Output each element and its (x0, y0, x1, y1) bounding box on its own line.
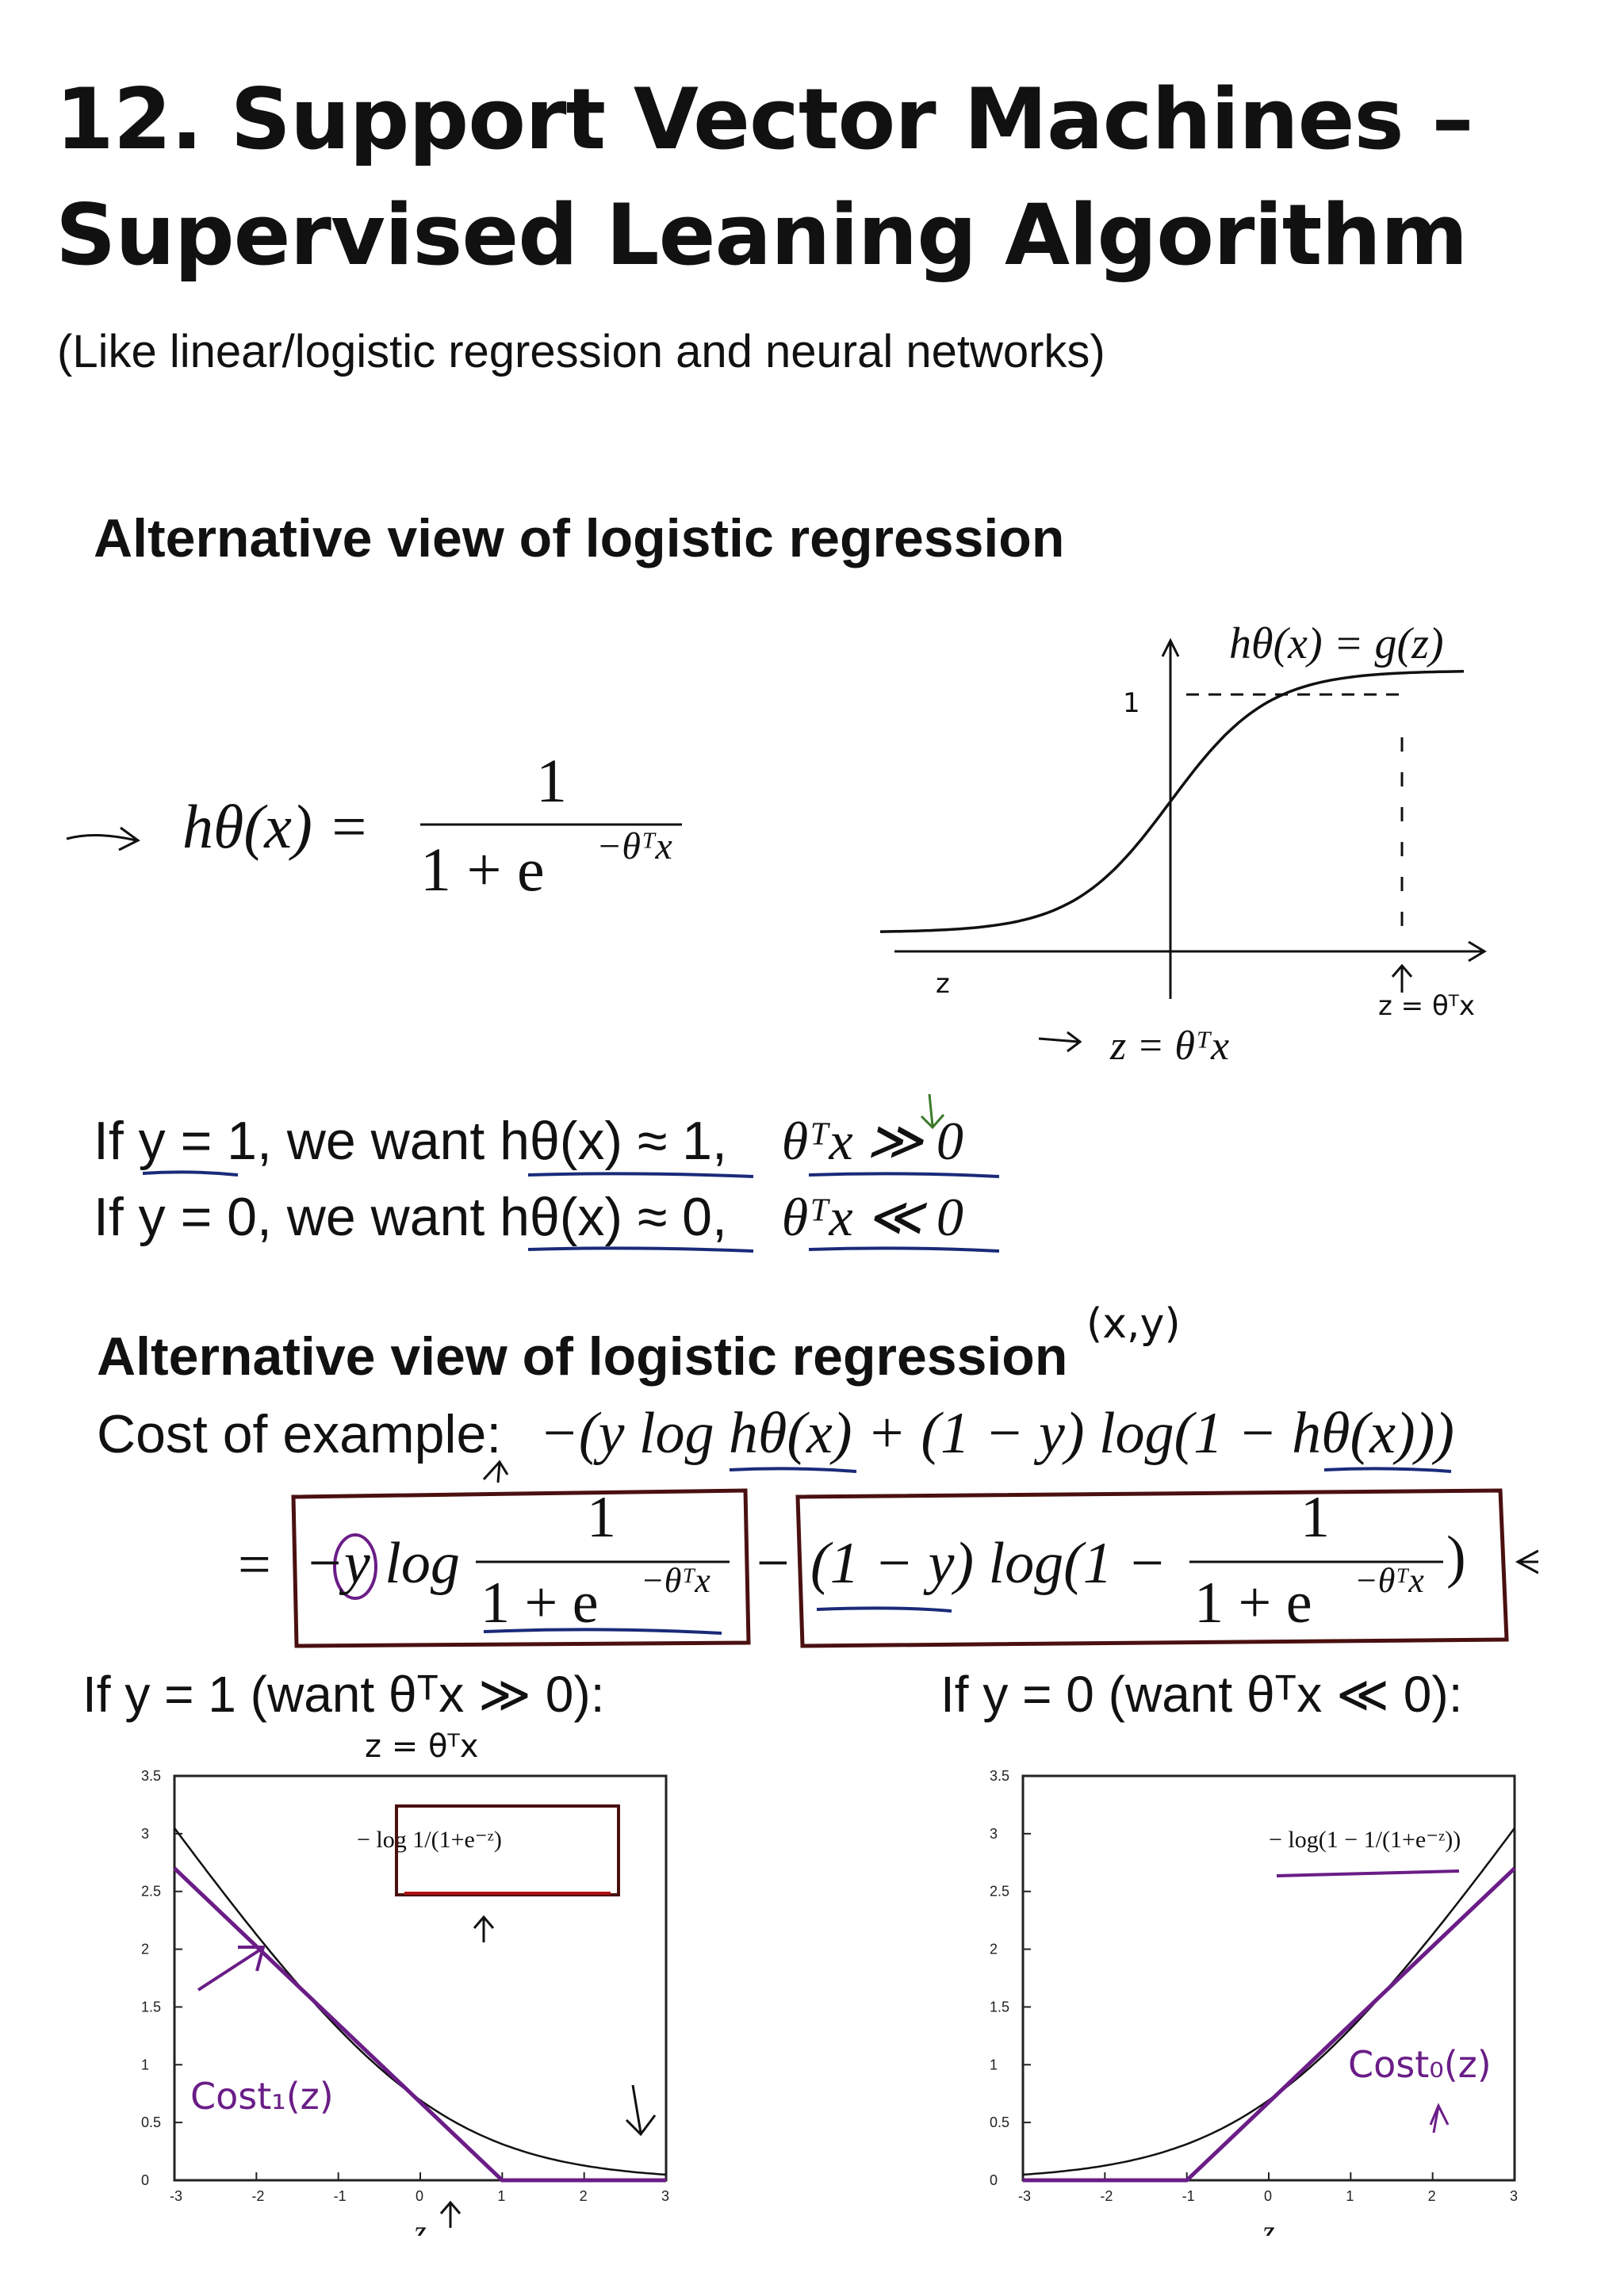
sigmoid-one-mark: 1 (1123, 687, 1140, 719)
plot-x-tick-label: 2 (580, 2188, 588, 2204)
plot-x-tick-label: 2 (1428, 2188, 1436, 2204)
cost1-plot-svg: -3 -2 -1 0 1 2 3 0 0.5 1 1.5 2 2.5 3 3.5 z − log 1/(1+e⁻… (141, 1768, 669, 2236)
expanded-term2-prefix: (1 − y) log(1 − (810, 1531, 1167, 1596)
plot-x-tick-label: -3 (1018, 2188, 1031, 2204)
hypothesis-numerator: 1 (536, 746, 567, 815)
hypothesis-exponent: −θᵀx (596, 825, 672, 867)
one-arrow-icon (439, 2200, 462, 2228)
cost-expression: −(y log hθ(x) + (1 − y) log(1 − hθ(x))) (539, 1401, 1454, 1466)
condition-y0-text: If y = 0, we want hθ(x) ≈ 0, (94, 1187, 727, 1247)
plot-y-tick-label: 0 (990, 2172, 998, 2188)
expanded-term1-prefix: −y log (304, 1531, 460, 1596)
plot-y-tick-label: 0.5 (990, 2114, 1009, 2130)
condition-y0: If y = 0, we want hθ(x) ≈ 0, θᵀx ≪ 0 (94, 1186, 963, 1249)
plot-x-tick-label: -1 (334, 2188, 347, 2204)
plot-xlabel: z (413, 2214, 427, 2236)
plot-y-tick-label: 2.5 (990, 1884, 1009, 1900)
page-title-line1: 12. Support Vector Machines – (56, 71, 1474, 168)
plot-y-tick-label: 0 (141, 2172, 149, 2188)
expanded-term1-den: 1 + e (481, 1571, 599, 1636)
cost-curve-line (1022, 1827, 1515, 2176)
cost0-arrow-icon (1429, 2103, 1450, 2133)
sigmoid-curve: 1 z z = θᵀx (880, 637, 1487, 1053)
condition-y1-text: If y = 1, we want hθ(x) ≈ 1, (94, 1111, 727, 1171)
plot-legend: − log(1 − 1/(1+e⁻ᶻ)) (1269, 1827, 1461, 1853)
sigmoid-xlabel-arrow-icon (1038, 1031, 1082, 1053)
sigmoid-plot: 1 z z = θᵀx hθ(x) = g(z) z = θᵀx (880, 618, 1562, 1069)
cost1-plot: -3 -2 -1 0 1 2 3 0 0.5 1 1.5 2 2.5 3 3.5 z − log 1/(1+e⁻… (119, 1760, 690, 2236)
svm-cost-approx-line (173, 1866, 666, 2183)
sigmoid-x-arrow-icon (1468, 940, 1487, 962)
plot-right-caption: If y = 0 (want θᵀx ≪ 0): (940, 1666, 1463, 1723)
xy-note: (x,y) (1086, 1300, 1181, 1348)
plot-y-tick-label: 3 (141, 1826, 149, 1842)
legend-underline (1276, 1869, 1460, 1877)
cost0-plot-svg: -3 -2 -1 0 1 2 3 0 0.5 1 1.5 2 2.5 3 3.5 z − log(1 − 1/(… (990, 1768, 1518, 2236)
page-title-line2: Supervised Leaning Algorithm (56, 186, 1468, 284)
plot-y-tick-label: 3 (990, 1826, 998, 1842)
sigmoid-label: hθ(x) = g(z) (1229, 619, 1444, 668)
plot-y-tick-label: 1.5 (990, 1999, 1009, 2015)
cost1-arrow-icon (197, 1946, 266, 1992)
sigmoid-z-mark: z (936, 968, 950, 1000)
plot-y-tick-label: 2.5 (141, 1884, 161, 1900)
expanded-term2-den: 1 + e (1194, 1571, 1312, 1636)
plot-cost-label: Cost₁(z) (190, 2075, 334, 2118)
sigmoid-xlabel: z = θᵀx (1110, 1024, 1230, 1069)
expanded-expression: = −y log 1 1 + e −θᵀx − (1 − y) log(1 − … (238, 1484, 1538, 1659)
plot-x-tick-label: -1 (1182, 2188, 1195, 2204)
plot-x-tick-label: 3 (1510, 2188, 1518, 2204)
plot-x-tick-label: 0 (416, 2188, 423, 2204)
sigmoid-line (880, 670, 1465, 933)
plot-x-tick-label: 0 (1264, 2188, 1272, 2204)
zero-arrow-icon (625, 2084, 657, 2137)
page-subtitle: (Like linear/logistic regression and neu… (57, 326, 1105, 377)
plot-y-tick-label: 0.5 (141, 2114, 161, 2130)
plot-x-tick-label: 1 (1346, 2188, 1354, 2204)
plot-y-tick-label: 1 (990, 2057, 998, 2072)
sigmoid-z-arrow-icon (1391, 963, 1413, 993)
hypothesis-formula: hθ(x) = 1 1 + e −θᵀx (63, 745, 714, 920)
plot-x-tick-label: 3 (661, 2188, 669, 2204)
expanded-boxes (291, 1488, 1538, 1648)
legend-arrow-icon (473, 1915, 495, 1942)
cost-curve-line (174, 1827, 667, 2176)
cost0-plot: -3 -2 -1 0 1 2 3 0 0.5 1 1.5 2 2.5 3 3.5 z − log(1 − 1/(… (967, 1760, 1538, 2236)
plot-left-caption: If y = 1 (want θᵀx ≫ 0): (82, 1666, 605, 1723)
plot-y-tick-label: 3.5 (141, 1768, 161, 1784)
expanded-term1-num: 1 (587, 1485, 616, 1550)
plot-y-tick-label: 1.5 (141, 1999, 161, 2015)
plot-x-tick-label: -3 (170, 2188, 182, 2204)
cost-underlines (482, 1460, 1452, 1483)
plot-legend: − log 1/(1+e⁻ᶻ) (357, 1827, 502, 1853)
plot-left-note: z = θᵀx (365, 1728, 479, 1765)
hypothesis-denominator: 1 + e (420, 835, 545, 904)
plot-x-tick-label: -2 (1100, 2188, 1113, 2204)
svm-cost-approx-line (1023, 1866, 1516, 2183)
condition-underlines (142, 1094, 1000, 1253)
expanded-term2-exp: −θᵀx (1354, 1561, 1424, 1600)
section2-heading: Alternative view of logistic regression (97, 1326, 1068, 1387)
hypothesis-lhs: hθ(x) = (182, 792, 370, 861)
plot-x-tick-label: -2 (251, 2188, 264, 2204)
expanded-eq: = (238, 1533, 271, 1598)
section1-heading: Alternative view of logistic regression (94, 508, 1065, 568)
expanded-term2-num: 1 (1300, 1485, 1330, 1550)
hypothesis-arrow-icon (66, 823, 682, 851)
plot-x-tick-label: 1 (497, 2188, 505, 2204)
plot-xlabel: z (1262, 2214, 1275, 2236)
sigmoid-z-theta-note: z = θᵀx (1378, 990, 1475, 1022)
plot-cost-label: Cost₀(z) (1348, 2043, 1492, 2086)
plot-y-tick-label: 2 (141, 1942, 149, 1957)
sigmoid-y-arrow-icon (1161, 637, 1180, 657)
condition-y0-rhs: θᵀx ≪ 0 (781, 1187, 963, 1247)
plot-y-tick-label: 3.5 (990, 1768, 1009, 1784)
expanded-term2-close: ) (1446, 1525, 1466, 1590)
cost-label: Cost of example: (97, 1404, 502, 1464)
plot-y-tick-label: 1 (141, 2057, 149, 2072)
plot-y-tick-label: 2 (990, 1942, 998, 1957)
expanded-term1-exp: −θᵀx (641, 1561, 710, 1600)
expanded-minus: − (756, 1531, 790, 1596)
